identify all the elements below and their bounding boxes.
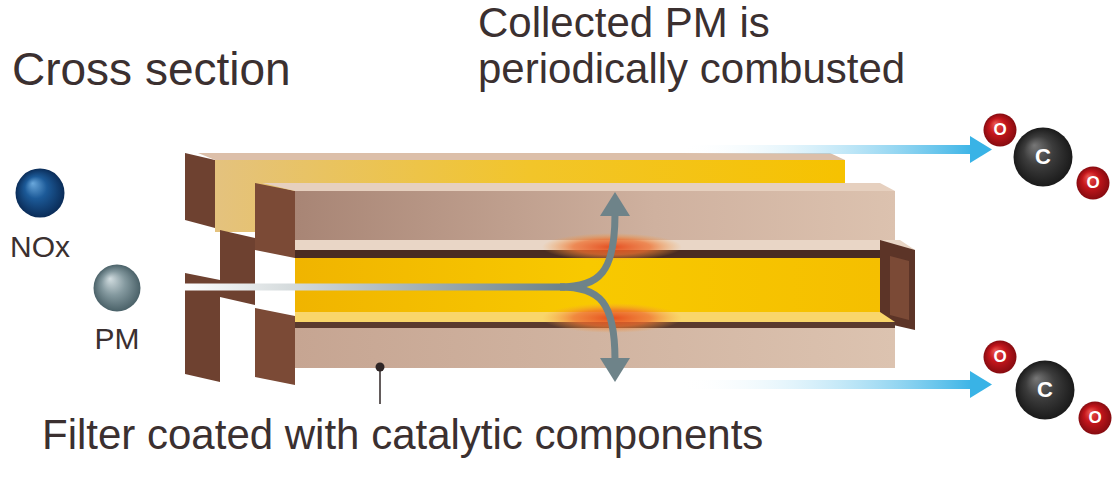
atom-symbol: O: [993, 121, 1006, 140]
circle-outline: [1079, 402, 1112, 435]
filter-plug: [890, 256, 909, 320]
filter-wall: [295, 191, 895, 240]
gas-molecule: NOx: [10, 168, 70, 263]
circle-outline: [94, 265, 141, 312]
atom-symbol: C: [1037, 378, 1053, 402]
leader-line: [379, 370, 381, 404]
flow-arrow: [560, 287, 615, 360]
filter-plug: [185, 153, 215, 228]
arrow-head: [600, 358, 630, 382]
filter-wall-edge: [262, 183, 895, 191]
filter-plug: [255, 308, 295, 385]
filter-wall-edge: [198, 153, 845, 160]
atom-symbol: C: [1035, 145, 1051, 169]
circle-shape: [93, 264, 141, 312]
carbon-atom: C: [1013, 127, 1073, 187]
diagram-title: Cross section: [12, 44, 291, 96]
oxygen-atom: O: [1076, 166, 1110, 200]
flow-arrow: [560, 214, 615, 287]
oxygen-atom: O: [983, 113, 1017, 147]
atom-symbol: O: [1086, 174, 1099, 193]
oxygen-atom: O: [1078, 401, 1112, 435]
filter-plug: [255, 183, 295, 258]
arrow-head: [600, 192, 630, 216]
filter-wall: [295, 328, 895, 368]
arrow-head: [970, 371, 992, 398]
exhaust-arrow: [680, 145, 974, 154]
circle-outline: [984, 341, 1017, 374]
atom-symbol: O: [993, 348, 1006, 367]
particle: PM: [93, 264, 141, 355]
node-label: NOx: [10, 230, 70, 263]
exhaust-arrow: [680, 380, 974, 389]
atom-symbol: O: [1088, 409, 1101, 428]
circle-outline: [16, 169, 65, 218]
node-label: PM: [95, 322, 140, 355]
circle-outline: [1014, 128, 1073, 187]
note-text: Collected PM is periodically combusted: [478, 0, 924, 92]
part-label: Filter coated with catalytic components: [42, 412, 763, 458]
circle-outline: [1016, 361, 1075, 420]
filter-plug: [220, 230, 255, 305]
carbon-atom: C: [1015, 360, 1075, 420]
circle-outline: [984, 114, 1017, 147]
oxygen-atom: O: [983, 340, 1017, 374]
circle-shape: [15, 168, 65, 218]
flow-arrow: [180, 284, 565, 291]
circle-outline: [1077, 167, 1110, 200]
